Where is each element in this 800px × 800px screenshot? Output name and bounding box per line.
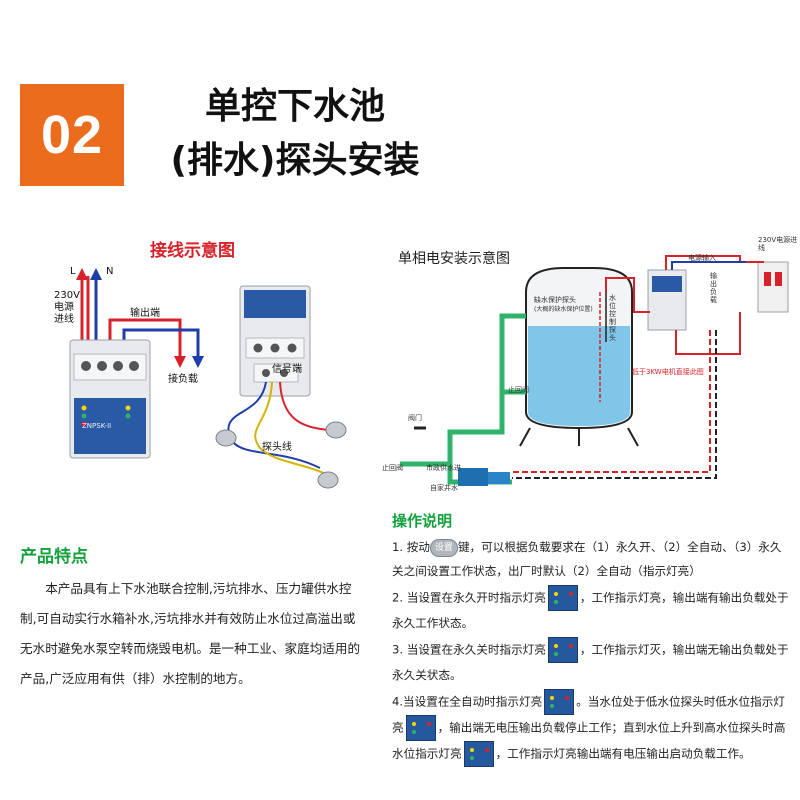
- indicator-panel-icon: [405, 715, 436, 741]
- operations-list: 1. 按动设置键，可以根据负载要求在（1）永久开、（2）全自动、（3）永久关之间…: [392, 535, 792, 769]
- power-in-label-right: 电源输入: [688, 254, 716, 262]
- arrow-down-neutral: [192, 356, 204, 368]
- page-title: 单控下水池 (排水)探头安装: [140, 80, 450, 188]
- probe-weight-2: [325, 421, 347, 439]
- controller-module-right: [239, 285, 311, 397]
- arrow-down-live: [174, 356, 186, 368]
- op3-text-a: 3. 当设置在永久关时指示灯亮: [392, 642, 546, 657]
- pressure-tank: [519, 267, 639, 447]
- probe-wire: [605, 277, 650, 313]
- op2-text-b: ，工作指示灯亮，输出端有输出负载处于永久工作状态。: [392, 590, 789, 631]
- indicator-panel-icon: [463, 741, 494, 767]
- stop-valve-label-2: 止回阀: [382, 464, 403, 472]
- power-line-label: 230V电源进线: [758, 236, 798, 252]
- arrow-up-neutral: [90, 268, 102, 280]
- motor-note-label: 低于3KW电机直接此图: [632, 368, 704, 376]
- power-wire-blue: [671, 261, 746, 270]
- controller-module-left: [69, 339, 151, 459]
- op4-text-a: 4.当设置在全自动时指示灯亮: [392, 694, 543, 709]
- water-pump: [458, 468, 510, 486]
- motor-wire-2: [512, 330, 717, 479]
- operations-title: 操作说明: [392, 512, 453, 530]
- city-water-label: 市政供水进: [426, 464, 461, 472]
- op4-text-c: ，输出端无电压输出负载停止工作；直到水位上升到高水位探头时高水位指示灯亮: [392, 720, 786, 761]
- op4-text-b: 。当水位处于低水位探头时低水位指示灯亮: [392, 694, 785, 735]
- operation-item-3: 3. 当设置在永久关时指示灯亮，工作指示灯灭，输出端无输出负载处于永久关状态。: [392, 637, 792, 687]
- arrow-up-live: [76, 268, 88, 280]
- indicator-panel-icon: [544, 689, 575, 715]
- tank-probe-sub-label: (大概的缺水保护位置): [534, 306, 593, 313]
- title-line-1: 单控下水池: [204, 86, 385, 127]
- motor-wire: [512, 330, 711, 473]
- output-load-label: 输出负载: [710, 272, 717, 304]
- control-box: [647, 269, 687, 331]
- set-button-icon: 设置: [429, 538, 458, 557]
- well-water-label: 自家井水: [430, 484, 458, 492]
- section-number-badge: 02: [20, 84, 124, 186]
- probe-cable-red: [279, 381, 331, 431]
- signal-label: 信号端: [272, 364, 302, 375]
- probe-cable-yellow: [254, 381, 331, 477]
- op3-text-b: ，工作指示灯灭，输出端无输出负载处于永久关状态。: [392, 642, 789, 683]
- inlet-pipe: [400, 313, 526, 467]
- operation-item-1: 1. 按动设置键，可以根据负载要求在（1）永久开、（2）全自动、（3）永久关之间…: [392, 535, 792, 583]
- valve-label: 阀门: [408, 414, 422, 422]
- probe-cable-label: 探头线: [262, 442, 292, 453]
- circuit-breaker: [757, 261, 789, 313]
- output-wire-live: [108, 318, 182, 358]
- tank-probe-label: 缺水保护探头: [534, 296, 576, 304]
- features-text: 本产品具有上下水池联合控制,污坑排水、压力罐供水控制,可自动实行水箱补水,污坑排…: [20, 581, 361, 686]
- installation-diagram: [400, 255, 789, 486]
- wiring-diagram-caption: 接线示意图: [150, 241, 235, 261]
- output-label: 输出端: [130, 308, 160, 319]
- operation-item-2: 2. 当设置在永久开时指示灯亮，工作指示灯亮，输出端有输出负载处于永久工作状态。: [392, 585, 792, 635]
- label-N: N: [106, 266, 114, 277]
- op1-text-b: 键，可以根据负载要求在（1）永久开、（2）全自动、（3）永久关之间设置工作状态，…: [392, 540, 782, 578]
- load-label: 接负载: [168, 374, 198, 385]
- op4-text-d: ，工作指示灯亮输出端有电压输出启动负载工作。: [495, 746, 751, 761]
- level-probe-label: 水位控制探头: [609, 294, 616, 342]
- wiring-diagram: [69, 268, 347, 489]
- install-diagram-caption: 单相电安装示意图: [398, 251, 510, 267]
- title-line-2: (排水)探头安装: [170, 140, 420, 181]
- op2-text-a: 2. 当设置在永久开时指示灯亮: [392, 590, 546, 605]
- output-wire-neutral: [122, 328, 200, 358]
- op1-text-a: 1. 按动: [392, 540, 430, 554]
- label-L: L: [70, 266, 76, 277]
- operation-item-4: 4.当设置在全自动时指示灯亮。当水位处于低水位探头时低水位指示灯亮，输出端无电压…: [392, 689, 792, 767]
- probe-weight-1: [215, 429, 237, 447]
- power-wire-red: [665, 255, 764, 270]
- model-label: ZNPSK-II: [82, 422, 112, 430]
- stop-valve-label: 止回阀: [508, 386, 529, 394]
- power-in-label: 230V 电源 进线: [54, 290, 80, 325]
- features-title: 产品特点: [20, 547, 88, 567]
- probe-weight-3: [317, 471, 339, 489]
- output-wire: [675, 312, 741, 355]
- indicator-panel-icon: [547, 585, 578, 611]
- indicator-panel-icon: [547, 637, 578, 663]
